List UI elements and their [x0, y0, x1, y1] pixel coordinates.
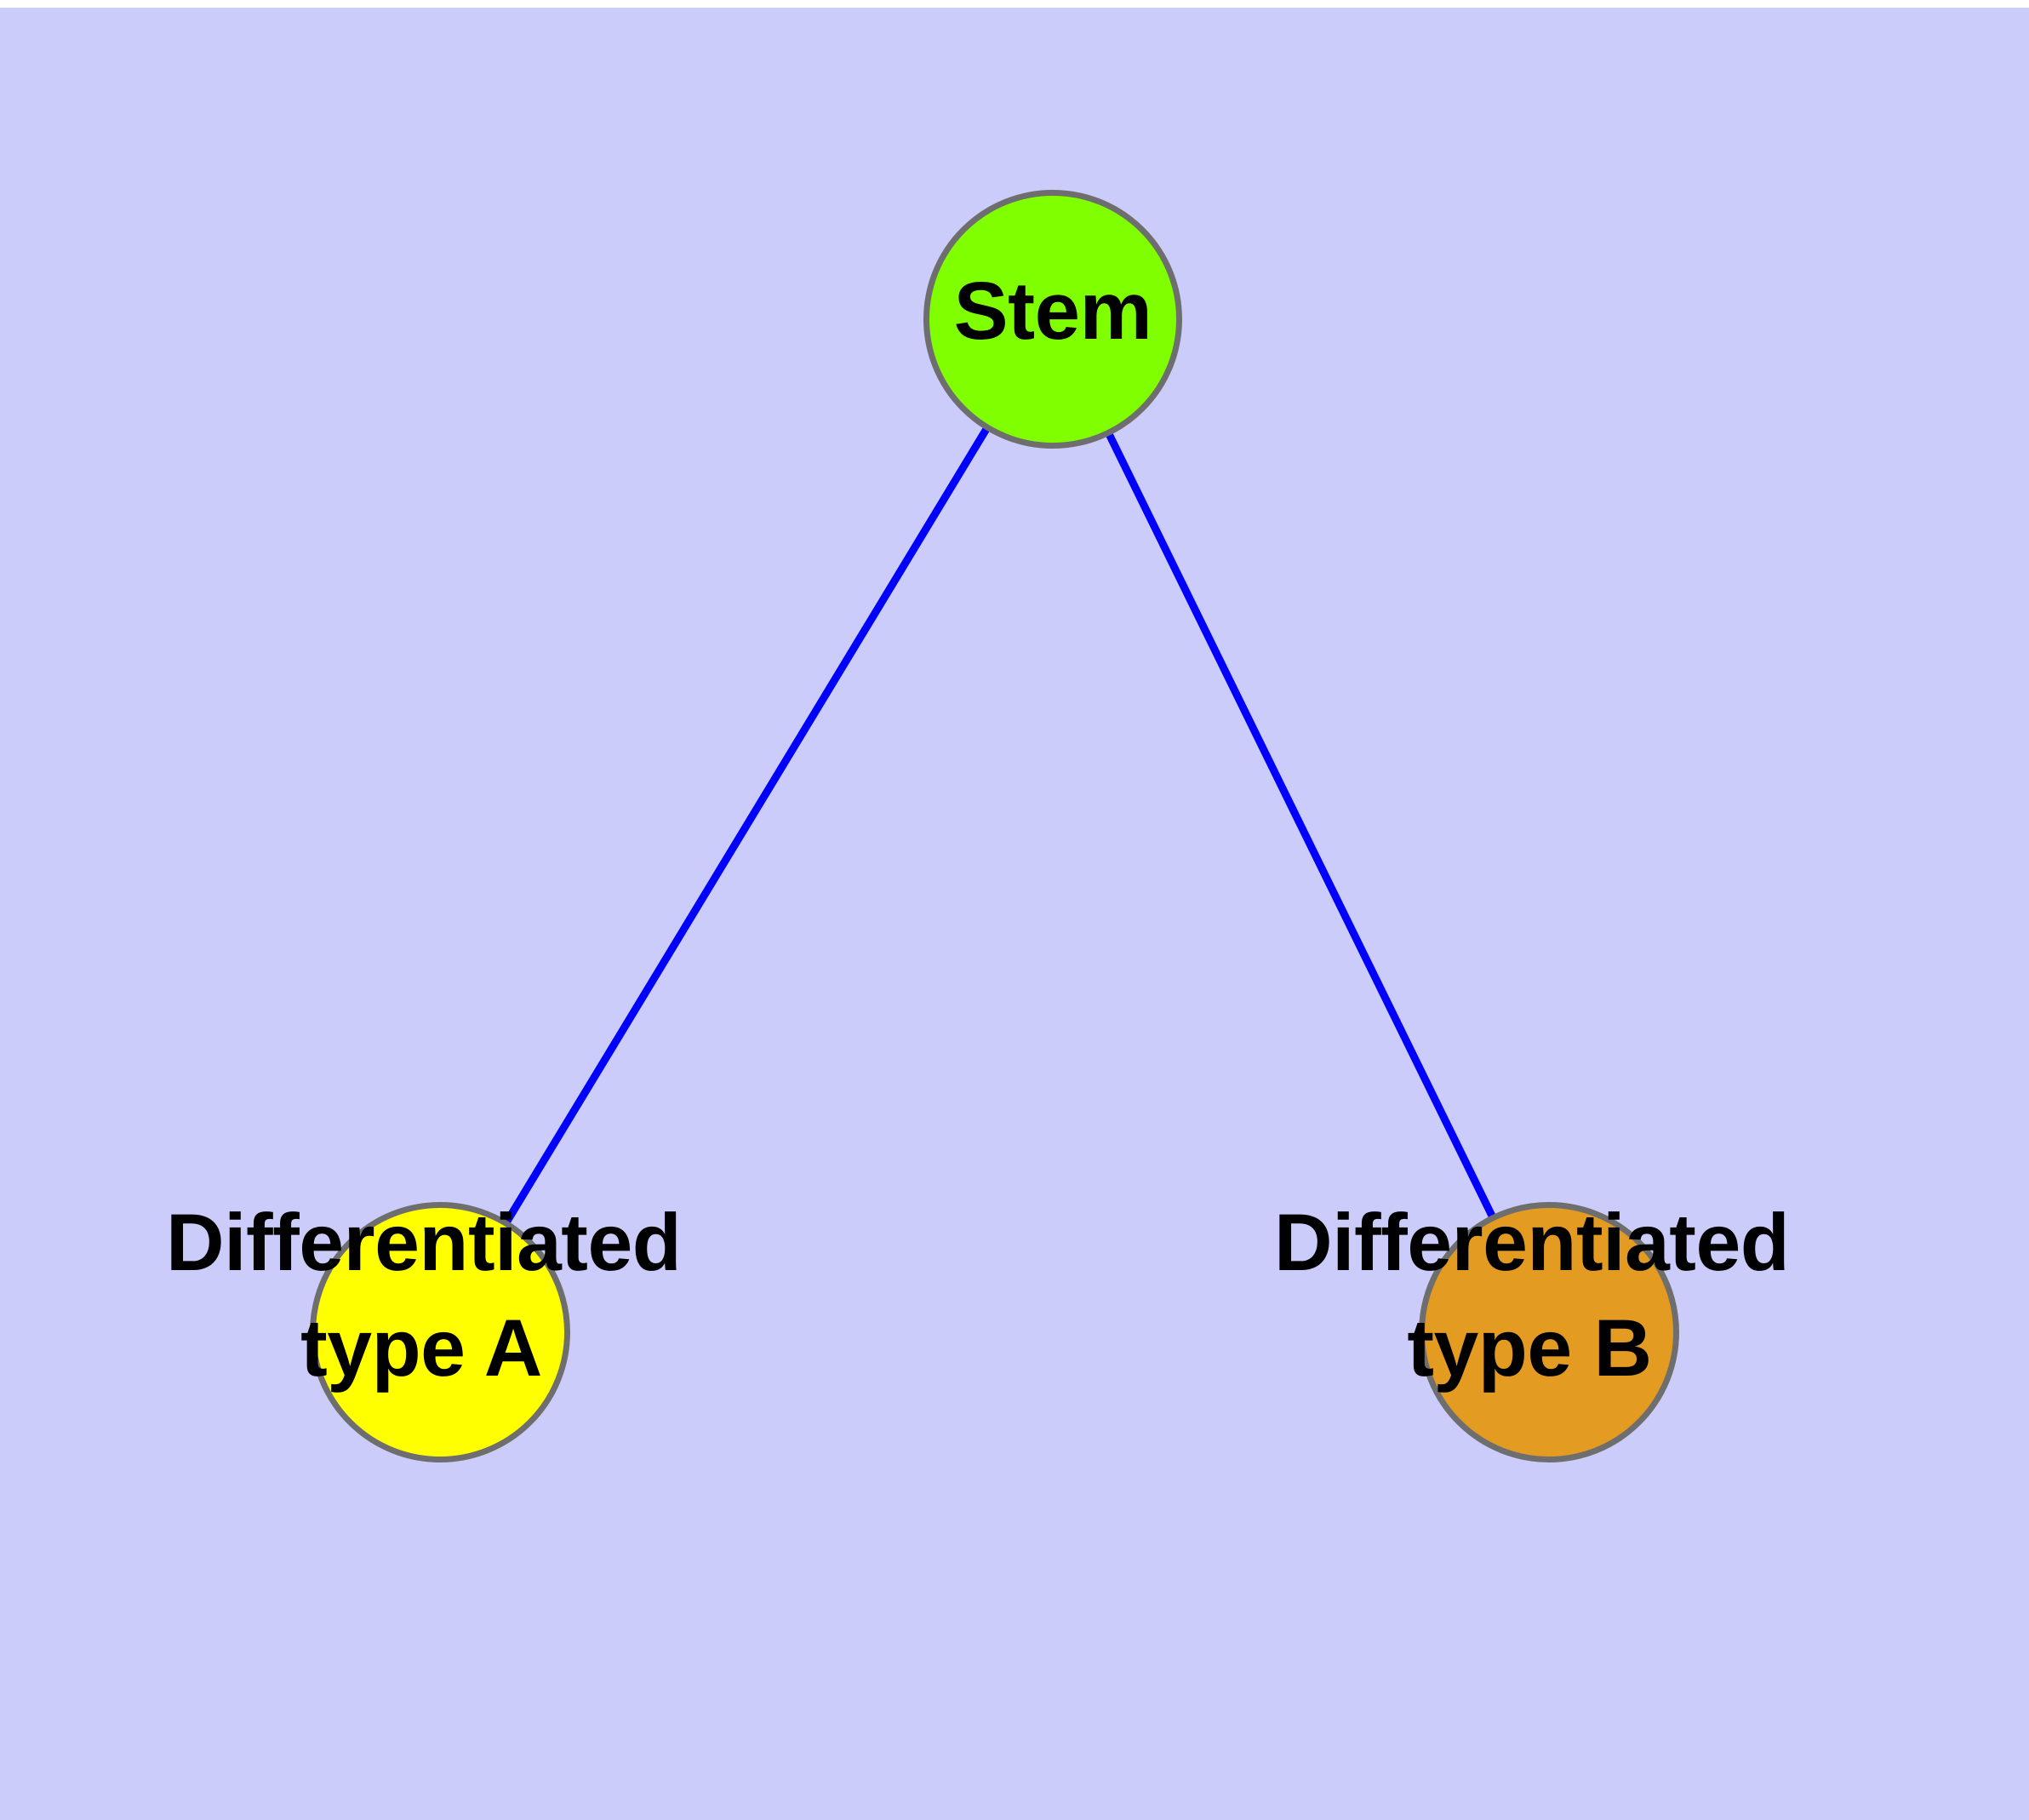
edge-stem-to-type-b[interactable]	[1049, 318, 1553, 1334]
node-differentiated-type-b[interactable]	[1419, 1202, 1679, 1462]
edge-stem-to-type-a[interactable]	[437, 317, 1056, 1335]
edge-layer	[437, 317, 1553, 1335]
graph-svg	[310, 190, 1679, 1462]
node-layer	[310, 190, 1679, 1462]
node-stem[interactable]	[923, 190, 1182, 449]
diagram-plot-area: Stem Differentiated type A Differentiate…	[0, 8, 2029, 1820]
node-differentiated-type-a[interactable]	[310, 1202, 570, 1462]
